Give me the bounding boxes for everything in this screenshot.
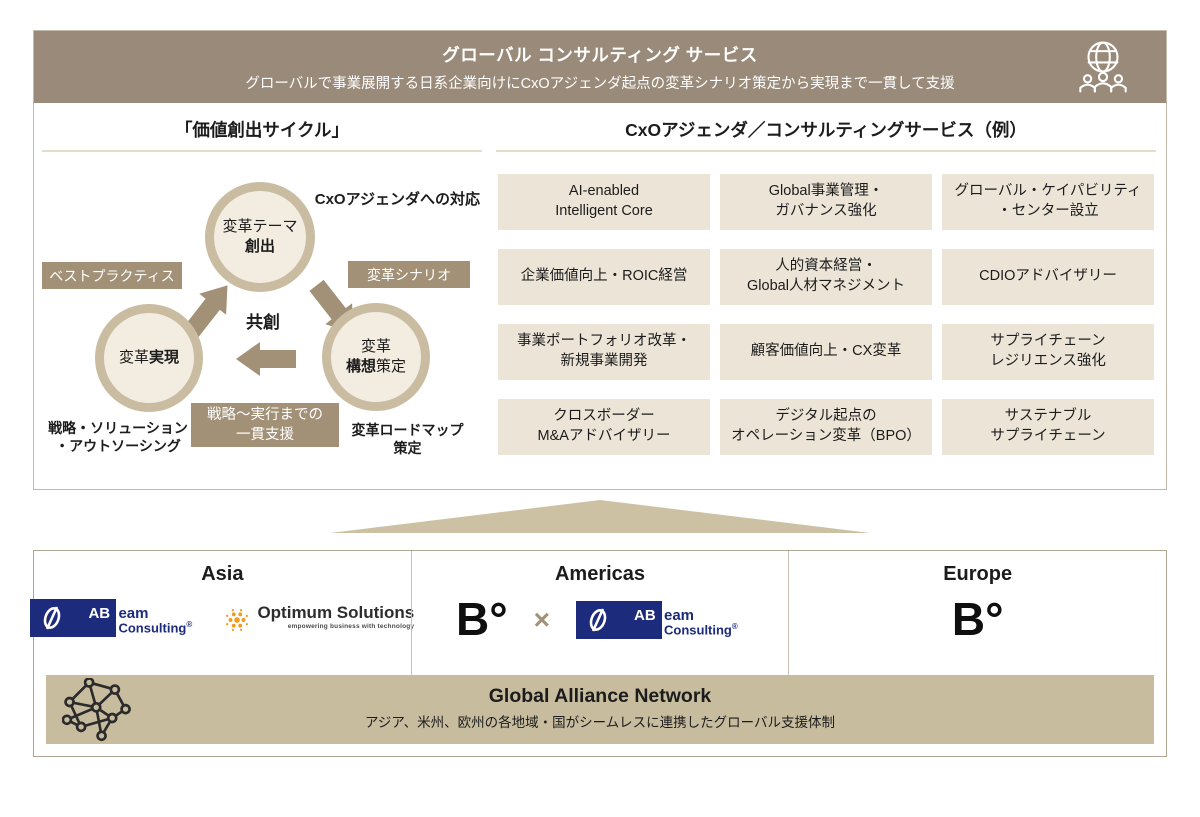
node-text-bold: 創出 xyxy=(244,238,275,255)
service-item: AI-enabled Intelligent Core xyxy=(498,174,710,230)
transformation-scenario-tag: 変革シナリオ xyxy=(348,261,470,288)
alliance-panel: Asia AB eam Consulting® xyxy=(30,550,1167,757)
optimum-name: Optimum Solutions xyxy=(257,602,415,622)
service-item: CDIOアドバイザリー xyxy=(942,249,1154,305)
alliance-subtitle: アジア、米州、欧州の各地域・国がシームレスに連携したグローバル支援体制 xyxy=(364,715,836,730)
roadmap-caption: 変革ロードマップ 策定 xyxy=(351,422,464,457)
region-americas: Americas B° × AB eam Consulting® xyxy=(410,551,789,675)
global-alliance-bar: Global Alliance Network アジア、米州、欧州の各地域・国が… xyxy=(46,675,1154,744)
asia-logos: AB eam Consulting® Optimum Solutions xyxy=(30,599,415,637)
services-panel: CxOアジェンダ／コンサルティングサービス（例） AI-enabled Inte… xyxy=(492,103,1166,489)
service-item: 企業価値向上・ROIC経営 xyxy=(498,249,710,305)
header-bar: グローバル コンサルティング サービス グローバルで事業展開する日系企業向けにC… xyxy=(34,31,1166,103)
best-practice-tag: ベストプラクティス xyxy=(42,262,182,289)
network-icon xyxy=(62,678,131,742)
arrow-up-right xyxy=(183,285,228,339)
abeam-consulting-logo: AB eam Consulting® xyxy=(30,599,198,637)
arrow-left xyxy=(236,342,296,376)
end-to-end-support-tag: 戦略～実行までの 一貫支援 xyxy=(191,403,339,447)
service-item: サステナブル サプライチェーン xyxy=(942,399,1154,455)
node-text: 変革テーマ xyxy=(222,217,298,235)
abeam-consulting-word: Consulting xyxy=(118,620,187,636)
cycle-node-realization: 変革実現 xyxy=(95,304,203,412)
services-title-underline xyxy=(496,150,1156,152)
cxo-response-label: CxOアジェンダへの対応 xyxy=(314,191,480,208)
abeam-ab-text: AB xyxy=(88,605,111,622)
node-text: 変革 xyxy=(118,348,149,366)
abeam-consulting-word: Consulting xyxy=(664,622,732,638)
cycle-node-theme-creation: 変革テーマ 創出 xyxy=(205,182,315,292)
panel-content: 「価値創出サイクル」 xyxy=(34,103,1166,489)
service-item: クロスボーダー M&Aアドバイザリー xyxy=(498,399,710,455)
global-consulting-panel: グローバル コンサルティング サービス グローバルで事業展開する日系企業向けにC… xyxy=(33,30,1167,490)
cycle-title-underline xyxy=(42,150,482,152)
abeam-consulting-text: Consulting® xyxy=(664,622,738,637)
strategy-outsourcing-caption: 戦略・ソリューション ・アウトソーシング xyxy=(48,420,188,455)
node-text-bold: 構想 xyxy=(345,358,376,375)
services-section-title: CxOアジェンダ／コンサルティングサービス（例） xyxy=(625,120,1027,140)
page-title: グローバル コンサルティング サービス xyxy=(442,44,758,65)
page-subtitle: グローバルで事業展開する日系企業向けにCxOアジェンダ起点の変革シナリオ策定から… xyxy=(245,75,955,92)
region-title: Asia xyxy=(201,563,244,585)
region-asia: Asia AB eam Consulting® xyxy=(30,551,415,675)
starburst-icon xyxy=(226,608,249,631)
optimum-text-block: Optimum Solutions empowering business wi… xyxy=(257,602,415,631)
node-text-bold: 実現 xyxy=(149,348,180,366)
region-title: Europe xyxy=(943,563,1013,585)
b-degree-logo: B° xyxy=(951,593,1004,645)
abeam-swoosh-icon xyxy=(44,606,61,630)
service-item: サプライチェーン レジリエンス強化 xyxy=(942,324,1154,380)
globe-people-icon xyxy=(1079,41,1127,93)
b-degree-logo: B° xyxy=(456,593,508,645)
abeam-consulting-text: Consulting® xyxy=(118,620,192,635)
abeam-eam-text: eam xyxy=(118,605,149,622)
service-item: Global事業管理・ ガバナンス強化 xyxy=(720,174,932,230)
regions-row: Asia AB eam Consulting® xyxy=(30,551,1166,675)
abeam-swoosh-icon xyxy=(589,608,607,632)
optimum-tagline: empowering business with technology xyxy=(287,623,415,631)
cycle-section-title: 「価値創出サイクル」 xyxy=(174,120,350,140)
services-grid: AI-enabled Intelligent Core Global事業管理・ … xyxy=(496,174,1156,455)
service-item: 事業ポートフォリオ改革・ 新規事業開発 xyxy=(498,324,710,380)
cycle-diagram: 変革テーマ 創出 変革実現 変革 構想策定 CxOアジェンダへの対応 xyxy=(42,162,482,472)
abeam-eam-text: eam xyxy=(664,606,695,624)
europe-logos: B° xyxy=(789,593,1166,645)
optimum-solutions-logo: Optimum Solutions empowering business wi… xyxy=(224,602,415,633)
service-item: グローバル・ケイパビリティ ・センター設立 xyxy=(942,174,1154,230)
service-item: 人的資本経営・ Global人材マネジメント xyxy=(720,249,932,305)
region-title: Americas xyxy=(554,563,646,585)
cycle-node-concept-planning: 変革 構想策定 xyxy=(322,303,430,411)
value-cycle-panel: 「価値創出サイクル」 xyxy=(34,103,492,489)
node-text: 策定 xyxy=(376,358,407,375)
region-europe: Europe B° xyxy=(788,551,1166,675)
registered-mark: ® xyxy=(186,620,193,629)
co-creation-label: 共創 xyxy=(246,313,280,332)
registered-mark: ® xyxy=(731,621,738,631)
alliance-title: Global Alliance Network xyxy=(488,685,712,707)
service-item: 顧客価値向上・CX変革 xyxy=(720,324,932,380)
node-text: 変革 xyxy=(360,337,391,355)
americas-logos: B° × AB eam Consulting® xyxy=(412,593,789,645)
partnership-cross: × xyxy=(533,603,550,635)
connector-triangle xyxy=(330,500,870,533)
abeam-consulting-logo: AB eam Consulting® xyxy=(576,600,744,639)
service-item: デジタル起点の オペレーション変革（BPO） xyxy=(720,399,932,455)
abeam-ab-text: AB xyxy=(634,606,656,624)
